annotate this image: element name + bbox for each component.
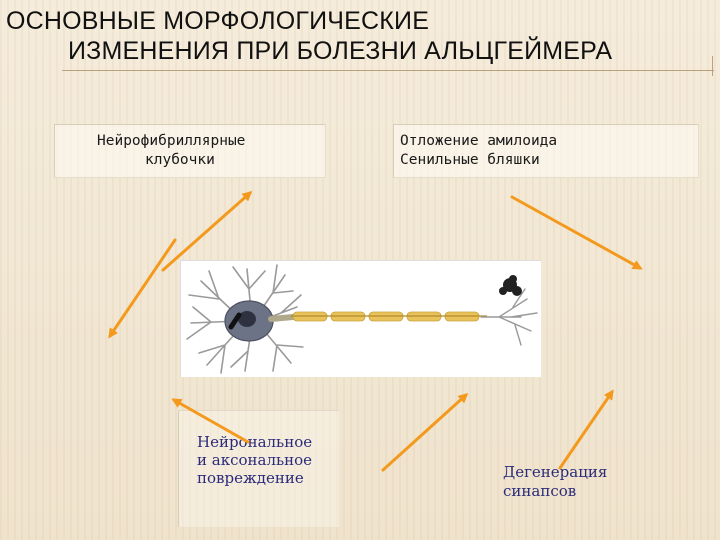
box-neurofibrillary-line-2: клубочки: [145, 152, 215, 168]
synapse-line-1: Дегенерация: [503, 463, 608, 481]
box-amyloid-line-2: Сенильные бляшки: [400, 152, 540, 168]
title-underline-tick: [712, 56, 713, 76]
slide-title: ОСНОВНЫЕ МОРФОЛОГИЧЕСКИЕ ИЗМЕНЕНИЯ ПРИ Б…: [6, 6, 706, 66]
arrow-tangles-down: [108, 238, 177, 339]
title-line-1: ОСНОВНЫЕ МОРФОЛОГИЧЕСКИЕ: [6, 7, 430, 35]
title-line-2: ИЗМЕНЕНИЯ ПРИ БОЛЕЗНИ АЛЬЦГЕЙМЕРА: [68, 37, 613, 65]
synapse-line-2: синапсов: [503, 482, 577, 500]
arrow-synapse-up: [558, 389, 614, 470]
box-amyloid-line-1: Отложение амилоида: [400, 133, 558, 149]
neuron-illustration: [180, 260, 541, 377]
arrow-tangles-up: [161, 191, 253, 272]
box-neuronal-line-3: повреждение: [197, 469, 304, 487]
label-synapse-degeneration: Дегенерация синапсов: [503, 463, 607, 501]
title-underline: [62, 70, 714, 71]
box-neurofibrillary-line-1: Нейрофибриллярные: [97, 133, 246, 149]
arrow-amyloid-right: [510, 195, 643, 270]
neuron-drawing: [186, 264, 538, 374]
arrow-damage-to-synapse: [381, 392, 469, 472]
box-amyloid-plaques: Отложение амилоида Сенильные бляшки: [393, 124, 699, 178]
box-neurofibrillary-tangles: Нейрофибриллярные клубочки: [54, 124, 326, 178]
box-neuronal-line-2: и аксональное: [197, 451, 313, 469]
box-neuronal-line-1: Нейрональное: [197, 433, 313, 451]
box-neuronal-damage: Нейрональное и аксональное повреждение: [178, 410, 339, 527]
